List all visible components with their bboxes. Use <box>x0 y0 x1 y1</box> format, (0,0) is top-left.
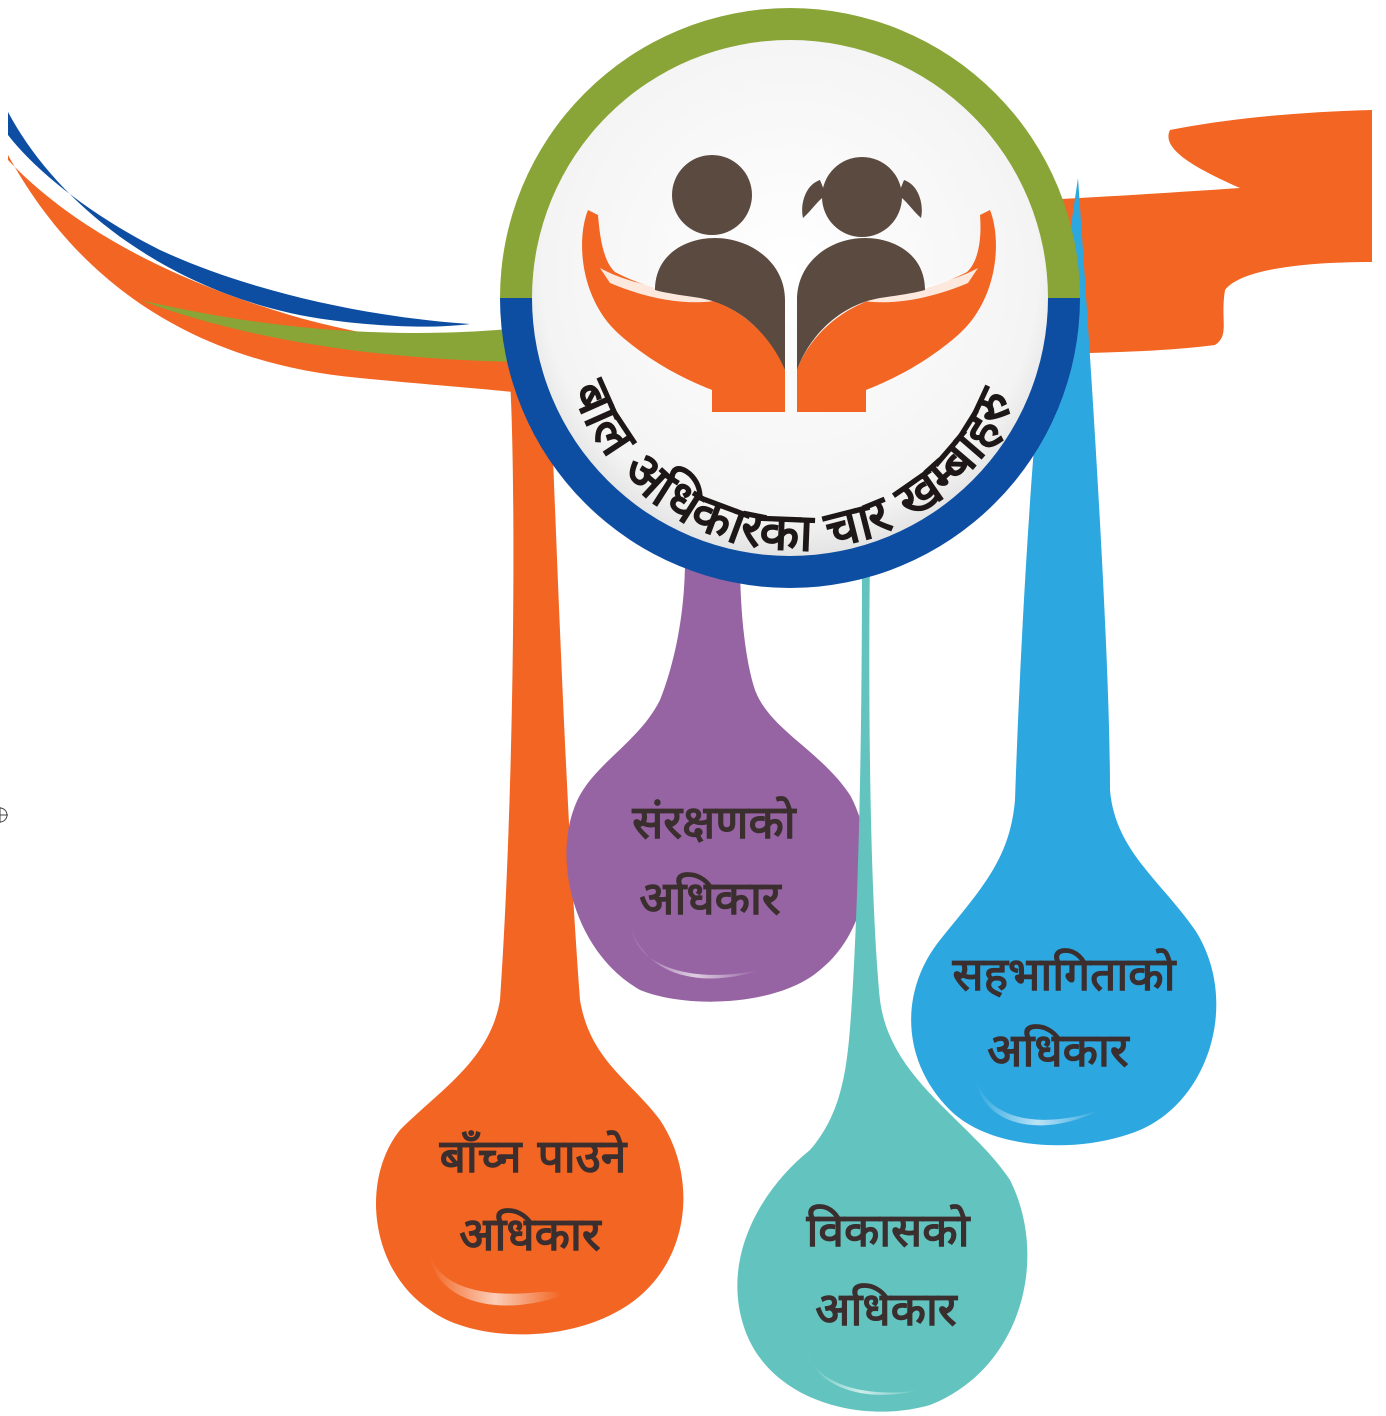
boy-icon <box>655 238 785 370</box>
green-swoosh <box>140 300 520 362</box>
development-label-line2: अधिकार <box>815 1282 959 1336</box>
central-emblem: बाल अधिकारका चार खम्बाहरु <box>500 8 1080 588</box>
registration-mark-icon <box>0 807 8 823</box>
participation-label-line2: अधिकार <box>987 1023 1131 1077</box>
development-label-line1: विकासको <box>805 1203 971 1257</box>
skyblue-drop <box>911 178 1217 1146</box>
left-swooshes <box>8 112 540 395</box>
orange-drop <box>376 380 684 1335</box>
girl-icon <box>797 238 925 370</box>
girl-head-icon <box>822 157 902 237</box>
boy-head-icon <box>672 155 752 235</box>
survival-label-line1: बाँच्न पाउने <box>439 1129 628 1183</box>
protection-label-line2: अधिकार <box>639 871 783 925</box>
orange-drop-gloss <box>428 1230 562 1306</box>
teal-drop <box>737 560 1028 1412</box>
orange-swoosh <box>8 155 540 395</box>
protecting-hands-icon <box>582 210 996 412</box>
purple-drop-gloss <box>630 920 760 979</box>
purple-drop <box>566 560 867 1002</box>
survival-label-line2: अधिकार <box>459 1207 603 1261</box>
participation-label-line1: सहभागिताको <box>952 947 1178 1001</box>
protection-label-line1: संरक्षणको <box>631 795 797 849</box>
blue-swoosh <box>8 112 470 327</box>
orange-ribbon <box>1040 110 1372 354</box>
skyblue-drop-gloss <box>975 1075 1100 1126</box>
girl-pigtails-icon <box>802 180 922 218</box>
